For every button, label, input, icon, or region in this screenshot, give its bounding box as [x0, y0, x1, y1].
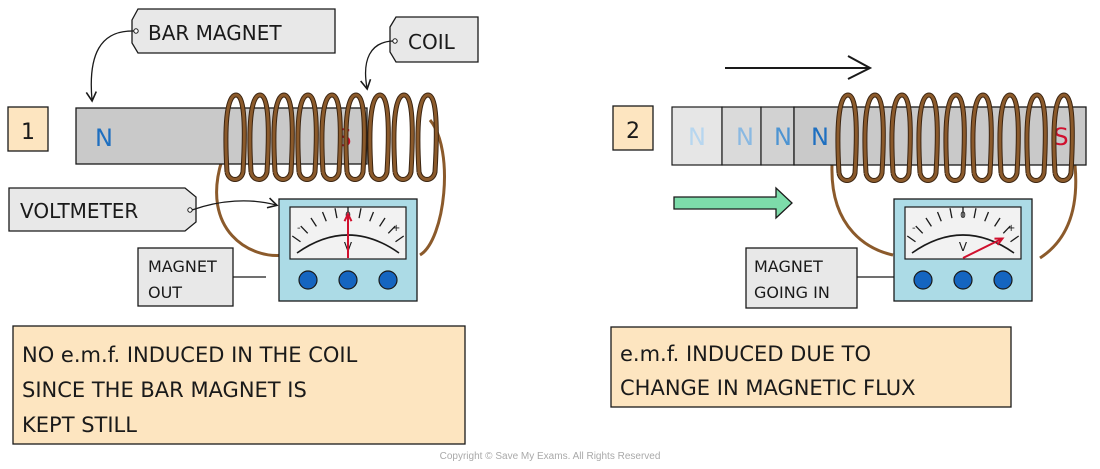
meter-needle-head [343, 211, 353, 222]
panel-1: 1 N S BAR MAGNET COIL [7, 8, 479, 445]
coil-turn-fill [368, 93, 390, 181]
bar-magnet-2: N N N N S [671, 106, 1087, 166]
coil-turn-fill [248, 93, 270, 181]
caption-panel-2: e.m.f. INDUCED DUE TO CHANGE IN MAGNETIC… [610, 326, 1012, 408]
voltmeter-pointer [191, 197, 279, 211]
caption-line-2: CHANGE IN MAGNETIC FLUX [620, 376, 916, 400]
meter-knob [338, 270, 358, 290]
meter-tick [358, 208, 362, 219]
meter-minus-label: - [912, 223, 916, 234]
meter-tick [984, 211, 990, 222]
coil-label: COIL [408, 30, 456, 54]
caption-line-1: e.m.f. INDUCED DUE TO [620, 342, 871, 366]
ghost-north-1: N [688, 123, 706, 151]
state-line-2: GOING IN [754, 283, 830, 302]
coil-2 [835, 92, 1075, 183]
coil-turn-fill [224, 93, 246, 181]
meter-plus-label: + [392, 223, 400, 234]
meter-tick [369, 211, 375, 222]
meter-tick [906, 235, 916, 243]
meter-plus-label: + [1007, 223, 1015, 234]
green-arrow-icon [673, 186, 793, 220]
meter-tick [925, 217, 932, 227]
caption-line-1: NO e.m.f. INDUCED IN THE COIL [22, 343, 358, 367]
coil-turn-fill [272, 93, 294, 181]
step-number-text: 1 [21, 120, 35, 145]
caption-panel-1: NO e.m.f. INDUCED IN THE COIL SINCE THE … [12, 325, 466, 445]
coil-turn-fill [344, 93, 366, 181]
coil-pointer [360, 40, 394, 91]
north-pole-label: N [95, 124, 113, 152]
state-line-1: MAGNET [148, 257, 217, 276]
meter-tick [936, 211, 942, 222]
meter-knob [953, 270, 973, 290]
meter-scale-arc [911, 234, 1015, 254]
panel-2: 2 N N N N S MAGNET GOING IN [610, 55, 1087, 408]
meter-tick [379, 217, 386, 227]
meter-tick [395, 235, 405, 243]
bar-magnet-callout: BAR MAGNET [85, 8, 336, 103]
ghost-north-3: N [774, 123, 792, 151]
caption-line-3: KEPT STILL [22, 413, 137, 437]
coil-turn-fill [320, 93, 342, 181]
meter-needle-head [994, 237, 1005, 246]
coil-turn-fill [836, 93, 858, 182]
meter-knob [298, 270, 318, 290]
meter-tick [300, 225, 309, 234]
step-number-text: 2 [626, 119, 640, 144]
coil-turn-fill [1025, 93, 1047, 182]
copyright-notice: Copyright © Save My Exams. All Rights Re… [439, 451, 661, 462]
voltmeter-2: 0 - + V [893, 198, 1033, 302]
coil-turn-fill [416, 93, 438, 181]
meter-needle [962, 237, 1003, 259]
coil-callout: COIL [360, 16, 479, 91]
state-line-1: MAGNET [754, 257, 823, 276]
state-label-magnet-out: MAGNET OUT [137, 247, 266, 307]
coil-turn-fill [998, 93, 1020, 182]
meter-tick [1010, 235, 1020, 243]
meter-minus-label: - [297, 223, 301, 234]
step-number-1: 1 [7, 106, 49, 152]
coil-turn-fill [917, 93, 939, 182]
voltmeter-label: VOLTMETER [20, 199, 138, 223]
meter-tick [973, 208, 977, 219]
meter-knob [913, 270, 933, 290]
meter-tick [291, 235, 301, 243]
coil-turn-fill [944, 93, 966, 182]
bar-magnet-pointer [85, 30, 135, 103]
voltmeter-callout: VOLTMETER [8, 187, 279, 232]
coil-turn-fill [863, 93, 885, 182]
meter-zero-label: 0 [960, 211, 966, 221]
bar-magnet-label: BAR MAGNET [148, 21, 282, 45]
coil-turn-fill [971, 93, 993, 182]
meter-tick [949, 208, 953, 219]
coil-turn-fill [392, 93, 414, 181]
meter-tick [1002, 225, 1011, 234]
meter-tick [334, 208, 338, 219]
meter-unit-label: V [959, 240, 968, 254]
state-label-magnet-going-in: MAGNET GOING IN [745, 247, 894, 309]
meter-tick [387, 225, 396, 234]
ghost-north-2: N [736, 123, 754, 151]
meter-tick [915, 225, 924, 234]
coil-turn-fill [296, 93, 318, 181]
meter-tick [994, 217, 1001, 227]
north-pole-label: N [811, 123, 829, 151]
step-number-2: 2 [612, 105, 654, 151]
voltmeter-1: 0-+V [278, 198, 418, 302]
meter-tick [321, 211, 327, 222]
coil-wire-loop [830, 164, 1078, 260]
coil-1 [223, 92, 439, 182]
motion-direction-arrow [725, 55, 873, 80]
coil-turn-fill [890, 93, 912, 182]
meter-knob [993, 270, 1013, 290]
state-line-2: OUT [148, 283, 182, 302]
meter-knob [378, 270, 398, 290]
coil-turn-fill [1052, 93, 1074, 182]
caption-line-2: SINCE THE BAR MAGNET IS [22, 378, 307, 402]
meter-tick [310, 217, 317, 227]
south-pole-label: S [1053, 123, 1068, 151]
